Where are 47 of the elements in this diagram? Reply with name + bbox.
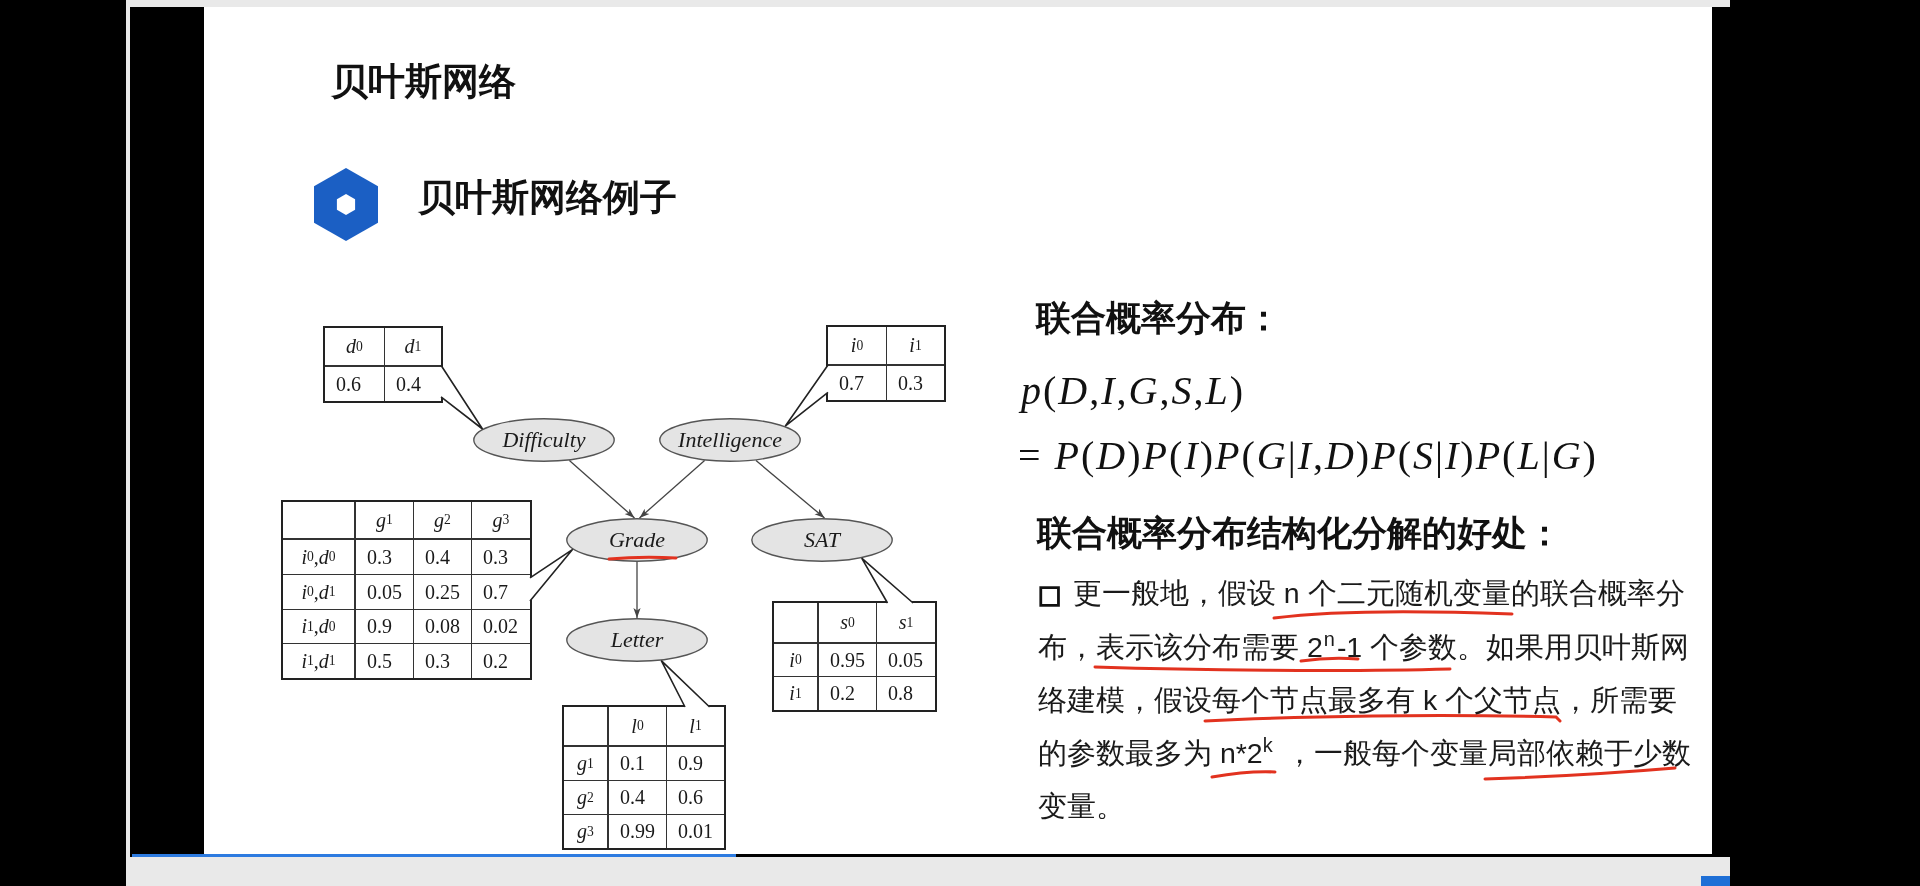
table-cell: 0.9 (356, 610, 414, 644)
ellipse-node: SAT (751, 518, 893, 562)
ellipse-node: Letter (566, 618, 708, 662)
callout-pointer (660, 659, 711, 708)
table-cell-text: 0.3 (897, 370, 924, 396)
table-cell: 0.3 (414, 644, 472, 678)
callout-pointer (529, 548, 574, 602)
table-cell: 0.05 (877, 644, 935, 677)
table-cell-text: 0.8 (887, 681, 914, 706)
table-cell: 0.25 (414, 575, 472, 610)
table-cell: 0.3 (472, 540, 530, 575)
table-cell: 0.5 (356, 644, 414, 678)
callout-pointer (860, 557, 914, 604)
heading: 联合概率分布： (1036, 297, 1281, 339)
table-cell: 0.3 (356, 540, 414, 575)
arrow (755, 459, 826, 519)
table-cell: 0.2 (819, 677, 877, 710)
table-cell: 0.99 (609, 815, 667, 848)
table-cell-text: 0.4 (395, 371, 422, 397)
ellipse-node: Intelligence (659, 418, 801, 462)
arrow (568, 459, 636, 519)
table-cell: 0.4 (609, 781, 667, 815)
table-cell: 0.02 (472, 610, 530, 644)
ellipse-node: Difficulty (473, 418, 615, 462)
slide-title: 贝叶斯网络 (331, 60, 516, 104)
ellipse-node: Grade (566, 518, 708, 562)
table-cell: 0.08 (414, 610, 472, 644)
probability-table (562, 705, 726, 850)
table-cell: 0.9 (667, 747, 724, 781)
section-heading: 贝叶斯网络例子 (418, 176, 677, 220)
table-cell-text: 0.2 (482, 648, 509, 674)
arrow (638, 459, 706, 519)
arrow (633, 561, 641, 619)
callout-pointer (784, 364, 829, 427)
table-cell: 0.05 (356, 575, 414, 610)
formula: = P(D)P(I)P(G|I,D)P(S|I)P(L|G) (1018, 432, 1598, 480)
probability-table (281, 500, 532, 680)
table-cell: 0.6 (667, 781, 724, 815)
probability-table (772, 601, 937, 712)
heading: 联合概率分布结构化分解的好处： (1037, 512, 1562, 554)
callout-pointer (440, 364, 484, 430)
table-cell-text: 0.01 (677, 819, 714, 844)
table-cell: 0.1 (609, 747, 667, 781)
probability-table (826, 325, 946, 402)
table-cell: 0.6 (325, 367, 385, 401)
table-cell: 0.4 (414, 540, 472, 575)
table-cell: 0.95 (819, 644, 877, 677)
